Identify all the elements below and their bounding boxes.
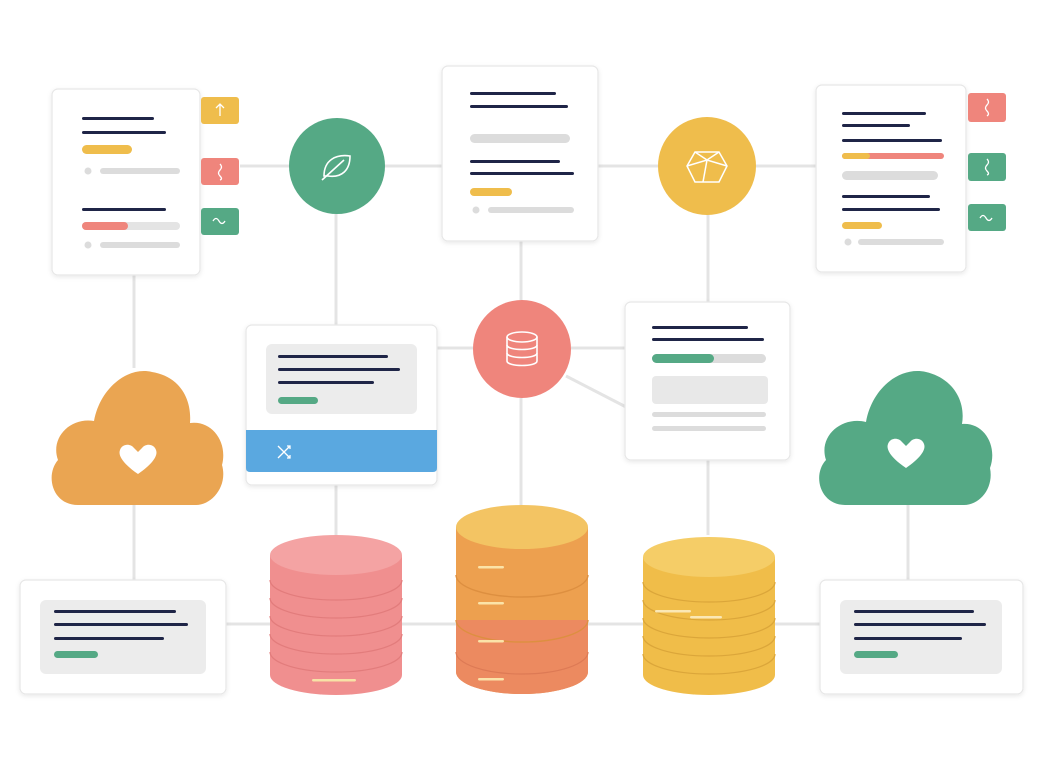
gem-circle[interactable]	[658, 117, 756, 215]
heart-icon	[119, 444, 157, 474]
leaf-icon	[321, 154, 351, 181]
db-stack-pink[interactable]	[269, 535, 403, 695]
arrow-icon	[215, 103, 225, 116]
shuffle-icon	[277, 445, 291, 459]
database-icon	[506, 331, 538, 367]
tag-green[interactable]	[201, 208, 239, 235]
blue-footer-card[interactable]	[245, 324, 438, 486]
squiggle-icon	[212, 217, 226, 225]
doc-card-bottom-left	[19, 579, 227, 695]
tag-green-right-2[interactable]	[968, 204, 1006, 231]
gem-icon	[686, 151, 728, 183]
doc-card-bottom-right	[819, 579, 1024, 695]
doc-card-top-right	[815, 84, 967, 273]
tag-green-right-1[interactable]	[968, 153, 1006, 181]
db-stack-yellow[interactable]	[642, 537, 776, 695]
leaf-circle[interactable]	[289, 118, 385, 214]
doc-card-top-left	[51, 88, 201, 276]
tag-coral-right[interactable]	[968, 93, 1006, 122]
database-circle[interactable]	[473, 300, 571, 398]
cloud-green[interactable]	[819, 371, 993, 505]
tag-yellow[interactable]	[201, 97, 239, 124]
squiggle-icon	[979, 214, 993, 222]
squiggle-icon	[984, 158, 990, 176]
heart-icon	[887, 438, 925, 468]
squiggle-icon	[984, 98, 990, 117]
doc-card-top-center	[441, 65, 599, 242]
squiggle-icon	[217, 163, 223, 181]
cloud-orange[interactable]	[51, 371, 224, 505]
connector-lines	[132, 164, 910, 626]
tag-pink[interactable]	[201, 158, 239, 185]
db-stack-orange[interactable]	[455, 505, 589, 694]
doc-card-mid-right	[624, 301, 791, 461]
